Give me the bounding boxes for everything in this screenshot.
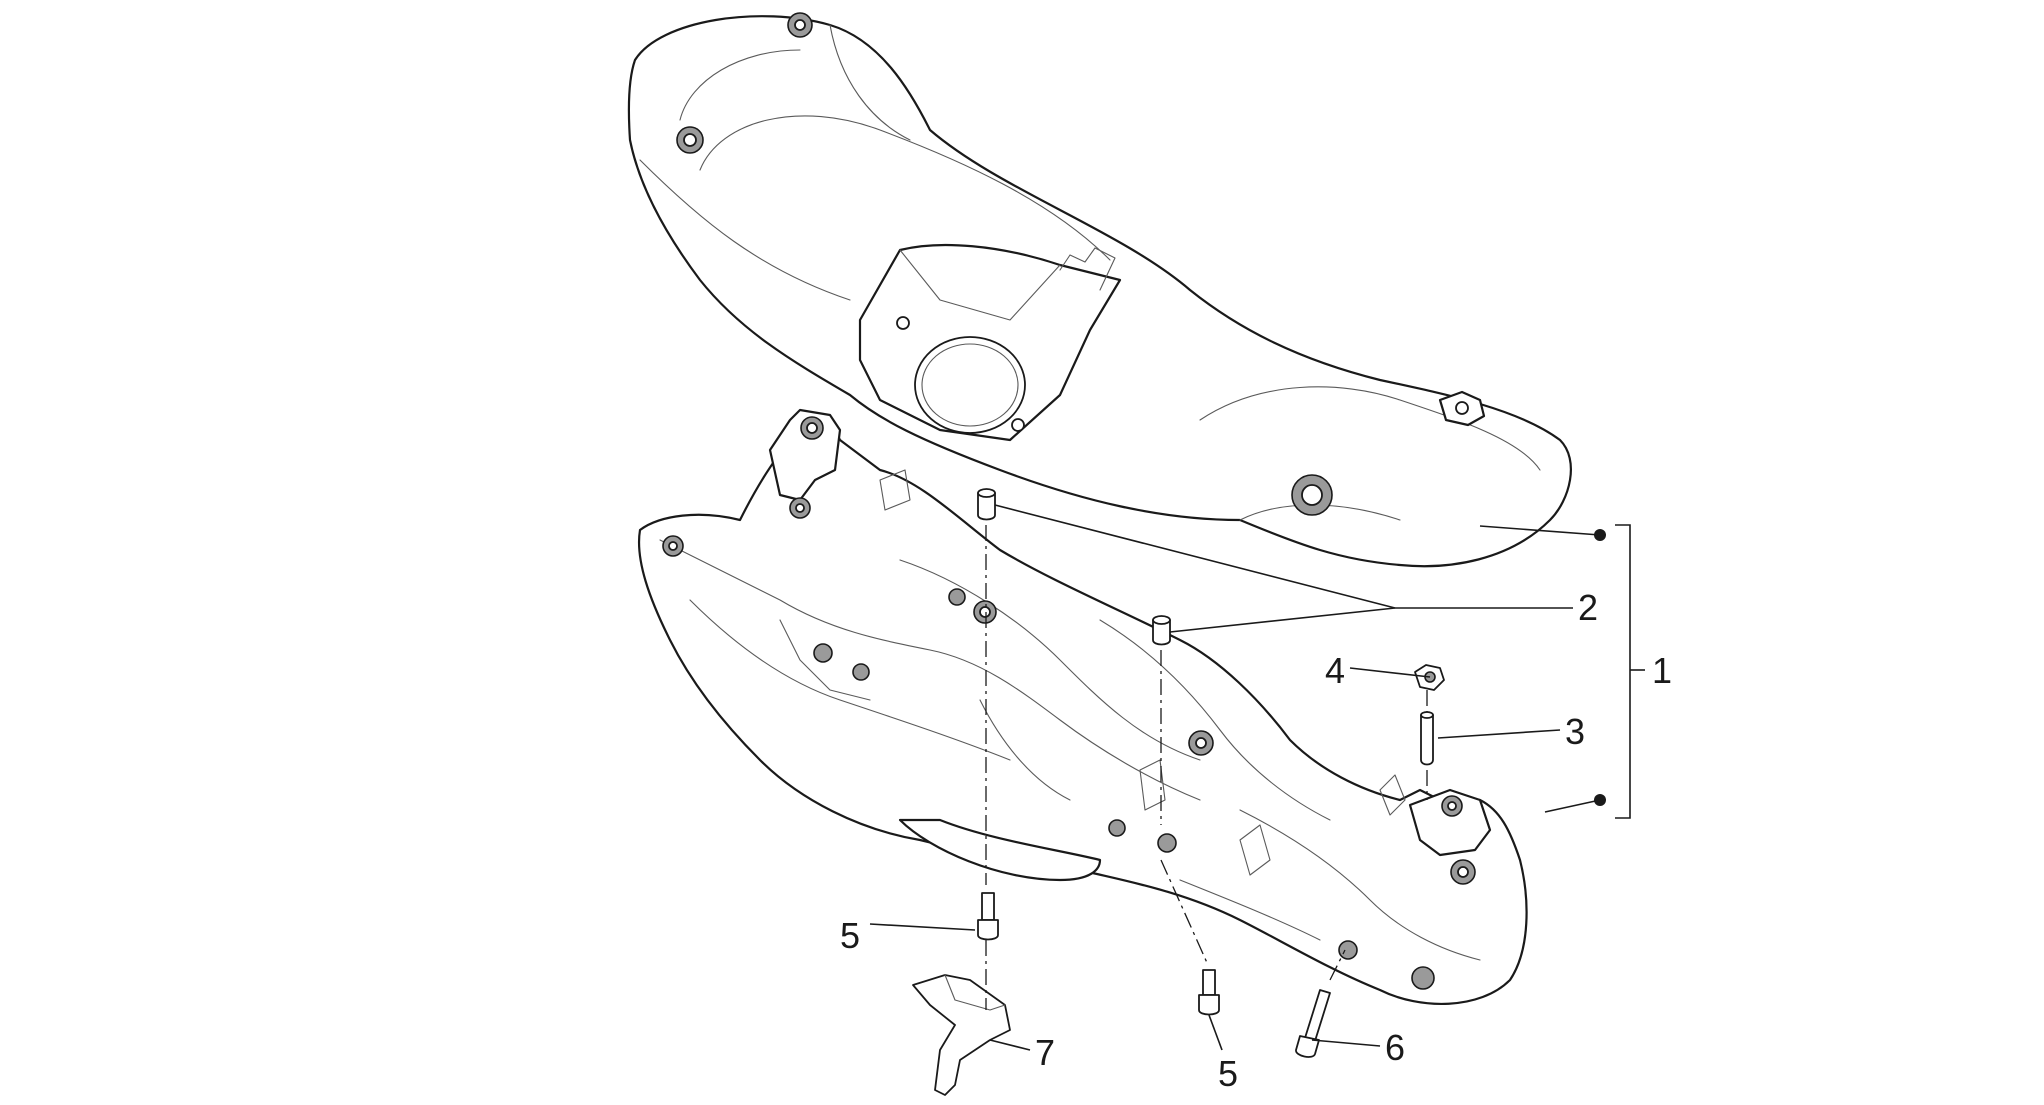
- clip-part: [912, 974, 1011, 1096]
- callout-6: 6: [1385, 1027, 1405, 1068]
- leader-dot-upper: [1594, 529, 1606, 541]
- callout-1: 1: [1652, 650, 1672, 691]
- spacer-upper: [977, 488, 996, 521]
- assembly-axes: [985, 525, 1428, 1010]
- long-screw: [1295, 989, 1331, 1058]
- upper-handlebar-cover: [627, 12, 1572, 568]
- spacer-lower: [1152, 615, 1171, 646]
- leader-dot-lower: [1594, 794, 1606, 806]
- lower-handlebar-cover: [638, 408, 1528, 1006]
- callout-3: 3: [1565, 711, 1585, 752]
- callout-5-left: 5: [840, 915, 860, 956]
- pin-part: [1420, 711, 1434, 766]
- callout-5-center: 5: [1218, 1053, 1238, 1094]
- callout-2: 2: [1578, 587, 1598, 628]
- screw-left: [977, 892, 999, 941]
- callout-7: 7: [1035, 1032, 1055, 1073]
- callout-4: 4: [1325, 650, 1345, 691]
- screw-center: [1198, 969, 1220, 1016]
- leader-lines: [869, 504, 1645, 1051]
